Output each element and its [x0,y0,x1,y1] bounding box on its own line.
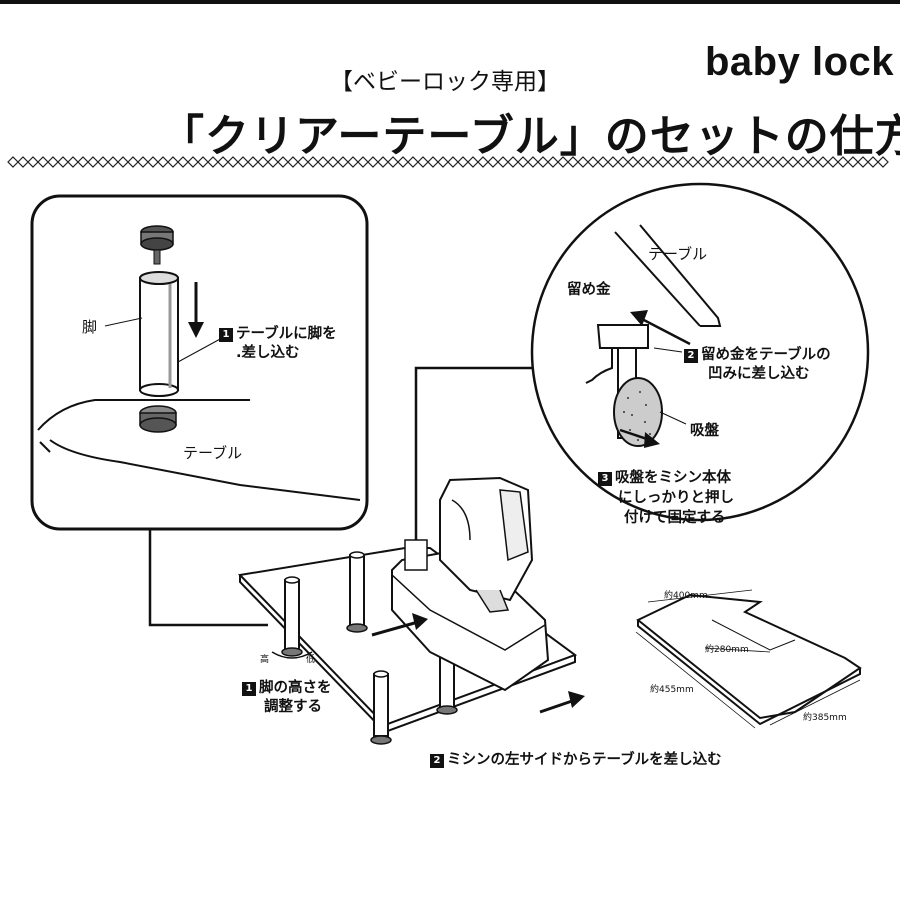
step-insert-text: ミシンの左サイドからテーブルを差し込む [447,752,722,768]
adjust-high-label: 低 [306,655,316,665]
dimension-diagram [635,589,862,729]
step-3-text-2: にしっかりと押し [618,490,734,506]
clip-label: 留め金 [567,282,611,298]
arrow-right-icon [539,691,585,714]
connector-right [414,366,540,545]
diamond-divider [7,156,889,168]
leg-label: 脚 [82,318,98,336]
suction-label: 吸盤 [690,423,719,439]
table-label-left: テーブル [183,444,243,462]
leg-cylinder [139,271,179,397]
step-badge: 2 [684,349,698,363]
leg-base [139,405,177,433]
top-border [0,0,900,4]
page-subtitle: 【ベビーロック専用】 [330,69,560,95]
knob-icon [140,225,174,265]
dimension-width: 約400mm [664,591,708,601]
step-adjust-text: 脚の高さを [259,680,332,696]
step-3-text: 吸盤をミシン本体 [615,470,731,486]
step-badge: 3 [598,472,612,486]
step-3-text-3: 付けて固定する [624,510,726,526]
step-badge: 1 [219,328,233,342]
arrow-slide-icon [371,613,428,637]
adjust-low-label: 高 [260,655,270,665]
dimension-depth: 約455mm [650,685,694,695]
step-2-text: 留め金をテーブルの [701,347,831,363]
arrow-press-icon [619,428,660,448]
arrow-down-icon [188,282,204,338]
arrow-insert-icon [630,310,691,346]
table-label-circle: テーブル [648,245,708,263]
page-title: 「クリアーテーブル」のセットの仕方 [160,111,900,162]
table-and-machine [237,476,585,745]
brand-logo: baby lock [705,40,895,84]
connector-left [148,530,268,627]
step-badge: 2 [430,754,444,768]
step-badge: 1 [242,682,256,696]
dimension-side: 約385mm [803,713,847,723]
suction-cup-icon [613,377,663,447]
inset-leg-box [30,194,369,531]
sewing-machine [391,476,550,692]
step-adjust-text-2: 調整する [264,699,322,715]
step-1-text: テーブルに脚を [236,326,337,342]
step-1-text-2: .差し込む [236,345,300,361]
step-2-text-2: 凹みに差し込む [708,366,810,382]
inset-clip-circle [530,182,870,522]
table-legs [281,551,458,745]
dimension-inner: 約280mm [705,645,749,655]
